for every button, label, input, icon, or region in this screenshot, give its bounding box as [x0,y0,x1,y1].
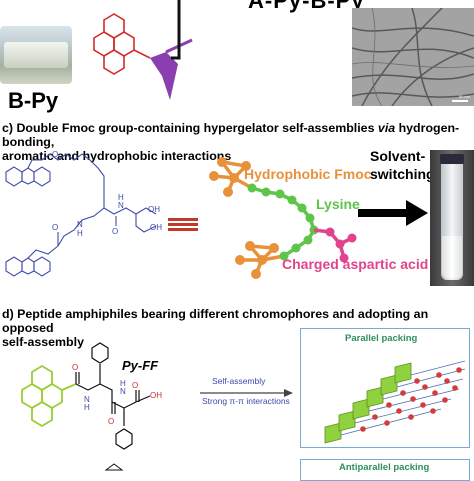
fmoc-n-atom-1: N [77,220,83,229]
fmoc-h-atom-2: H [118,193,124,202]
solvent-switching-label-1: Solvent- [370,148,426,164]
fmoc-oh-atom-2: OH [150,223,162,232]
parallel-packing-title: Parallel packing [345,333,418,344]
py-ff-label: Py-FF [122,358,159,373]
section-d-heading-line1: d) Peptide amphiphiles bearing different… [2,307,429,335]
top-title-fragment: A-Py-B-Py [248,0,365,13]
fmoc-h-atom-1: H [77,229,83,238]
antiparallel-packing-title: Antiparallel packing [339,462,430,473]
section-c-heading-via: via [377,121,396,135]
pyff-o-atom-2: O [108,417,114,426]
fmoc-oh-atom-1: OH [148,205,160,214]
antiparallel-packing-panel: Antiparallel packing [300,459,470,481]
self-assembly-arrow [200,389,293,397]
pyff-n-atom-1: N [84,395,90,404]
vial-photo [0,26,72,84]
self-assembly-label: Self-assembly [212,376,266,386]
bracket-line [171,0,181,60]
switching-arrow [358,200,428,226]
lysine-label: Lysine [316,196,360,212]
parallel-packing-panel: Parallel packing [300,328,470,448]
section-d-heading: d) Peptide amphiphiles bearing different… [2,307,474,349]
pyff-n-atom-2: N [120,387,126,396]
solvent-switching-label-2: switching [370,166,435,182]
bottom-structure-fragment [104,463,124,471]
tem-scale-label: 50 nm [458,94,470,99]
tem-micrograph: 50 nm [352,8,474,106]
hydrophobic-fmoc-label: Hydrophobic Fmoc [244,166,372,182]
fmoc-n-atom-2: N [118,201,124,210]
section-d-heading-line2: self-assembly [2,335,84,349]
fmoc-o-atom-1: O [52,150,58,159]
fmoc-o-atom-2: O [52,223,58,232]
fmoc-structure: O O O N H N H OH OH [5,150,162,277]
pyff-o-atom-1: O [72,363,78,372]
pyff-oh-atom: OH [150,391,162,400]
ball-and-stick-model [209,157,357,279]
pyff-o-atom-3: O [132,381,138,390]
fmoc-o-atom-3: O [112,227,118,236]
pi-pi-label: Strong π-π interactions [202,396,290,406]
gel-vial-photo [430,150,474,286]
section-c-heading-line1: c) Double Fmoc group-containing hypergel… [2,121,378,135]
charged-aspartic-label: Charged aspartic acid [282,256,429,272]
py-ff-structure: O N H O N H O OH [21,342,162,450]
b-py-label: B-Py [8,88,59,113]
parallel-packing-diagram [324,360,466,444]
b-py-structure [93,13,193,100]
pyff-h-atom-1: H [84,403,90,412]
equivalence-sign [168,218,198,232]
section-c-heading-line1-end: hydrogen-bonding, [2,121,460,149]
pyff-h-atom-2: H [120,379,126,388]
